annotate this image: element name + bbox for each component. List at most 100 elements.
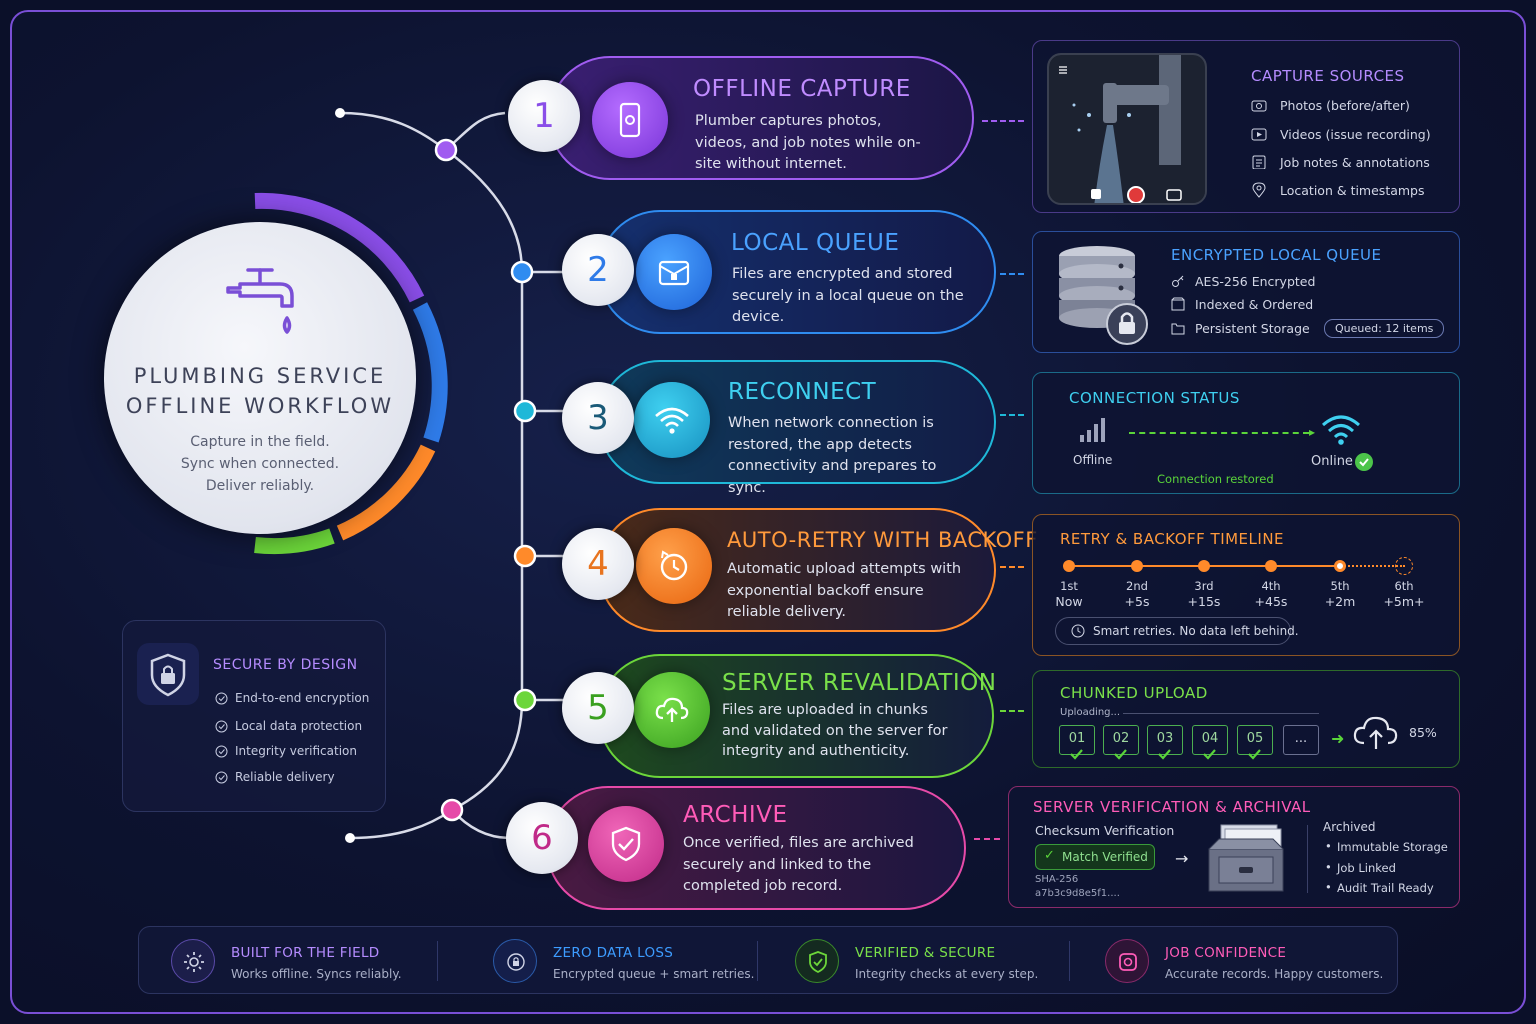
connection-status-panel: CONNECTION STATUS Offline ▸ Online Conne… <box>1032 372 1460 494</box>
step-4-description: Automatic upload attempts with exponenti… <box>727 561 962 620</box>
stack-icon <box>1171 297 1185 311</box>
wifi-icon <box>655 407 689 434</box>
arrow-right-icon: ▸ <box>1309 425 1316 439</box>
footer-subtitle: Integrity checks at every step. <box>855 967 1039 981</box>
uploading-status: Uploading... <box>1060 707 1121 718</box>
divider <box>1307 825 1308 893</box>
step-6-number: 6 <box>506 802 578 874</box>
capture-sources-panel: CAPTURE SOURCES Photos (before/after) Vi… <box>1032 40 1460 213</box>
retry-attempt-label: 3rd+15s <box>1187 579 1221 609</box>
step-6-icon-circle <box>588 806 664 882</box>
key-icon <box>1172 275 1184 287</box>
dash-connector <box>974 838 1000 840</box>
chunk-check-marks <box>1070 749 1261 760</box>
archived-label: Archived <box>1323 820 1376 834</box>
step-2-icon-circle <box>636 234 712 310</box>
hash-value: a7b3c9d8e5f1.... <box>1035 888 1120 899</box>
verification-archive-panel: SERVER VERIFICATION & ARCHIVAL Checksum … <box>1008 786 1460 908</box>
check-circle-icon <box>1355 453 1373 471</box>
step-6-description: Once verified, files are archived secure… <box>683 835 914 894</box>
retry-note: Smart retries. No data left behind. <box>1055 617 1299 645</box>
divider <box>757 941 758 981</box>
upload-progress: 85% <box>1409 725 1437 740</box>
retry-attempt-label: 5th+2m <box>1324 579 1356 609</box>
divider <box>1069 941 1070 981</box>
secure-by-design-panel: SECURE BY DESIGN End-to-end encryption L… <box>122 620 386 812</box>
step-1-number: 1 <box>508 80 580 152</box>
step-6-title: ARCHIVE <box>683 802 788 828</box>
secure-folder-icon <box>658 260 690 286</box>
divider <box>437 941 438 981</box>
upload-track <box>1123 713 1319 714</box>
retry-attempt-label: 6th+5m+ <box>1383 579 1425 609</box>
footer-subtitle: Encrypted queue + smart retries. <box>553 967 755 981</box>
step-1-icon-circle <box>592 82 668 158</box>
retry-node <box>1131 560 1143 572</box>
retry-node-current <box>1334 560 1346 572</box>
camera-icon-badge <box>1105 939 1149 983</box>
leaking-pipe-image <box>1049 55 1205 203</box>
restore-path <box>1129 432 1309 434</box>
step-3-icon-circle <box>634 382 710 458</box>
retry-title: RETRY & BACKOFF TIMELINE <box>1060 530 1285 548</box>
hero-subtitle-3: Deliver reliably. <box>205 478 315 494</box>
connection-title: CONNECTION STATUS <box>1069 389 1240 407</box>
encrypted-queue-panel: ENCRYPTED LOCAL QUEUE AES-256 Encrypted … <box>1032 231 1460 353</box>
hero-progress-ring <box>254 192 448 555</box>
camera-icon <box>1119 953 1137 971</box>
step-3-number: 3 <box>562 382 634 454</box>
hash-algorithm: SHA-256 <box>1035 874 1079 885</box>
offline-label: Offline <box>1073 453 1113 467</box>
shield-check-icon <box>611 826 641 862</box>
step-5-icon-circle <box>634 672 710 748</box>
step-5-number: 5 <box>562 672 634 744</box>
signal-bars-icon <box>1080 418 1105 442</box>
step-2-description: Files are encrypted and stored securely … <box>732 266 964 325</box>
footer-subtitle: Works offline. Syncs reliably. <box>231 967 402 981</box>
upload-chunk-pending: ... <box>1283 725 1319 755</box>
folder-icon <box>1171 323 1185 335</box>
step-2-title: LOCAL QUEUE <box>731 230 900 256</box>
footer-title: VERIFIED & SECURE <box>855 945 996 961</box>
retry-node <box>1265 560 1277 572</box>
step-4-title: AUTO-RETRY WITH BACKOFF <box>727 528 1038 552</box>
hero-subtitle-1: Capture in the field. <box>190 434 330 450</box>
chunked-upload-panel: CHUNKED UPLOAD Uploading... 01 02 03 04 … <box>1032 670 1460 768</box>
benefits-footer: BUILT FOR THE FIELD Works offline. Syncs… <box>138 926 1398 994</box>
retry-node <box>1063 560 1075 572</box>
cloud-upload-icon <box>655 697 689 722</box>
retry-track-pending <box>1341 565 1405 567</box>
shield-lock-icon <box>137 643 199 705</box>
online-label: Online <box>1311 454 1353 469</box>
queue-title: ENCRYPTED LOCAL QUEUE <box>1171 246 1382 264</box>
arrow-right-icon: → <box>1175 849 1189 868</box>
step-5-title: SERVER REVALIDATION <box>722 670 997 696</box>
connection-restored-label: Connection restored <box>1157 472 1274 486</box>
wifi-online-icon <box>1322 415 1360 445</box>
gear-icon <box>184 952 204 972</box>
queued-count-badge: Queued: 12 items <box>1324 319 1445 338</box>
dash-connector <box>982 120 1024 122</box>
retry-node <box>1198 560 1210 572</box>
step-3-description: When network connection is restored, the… <box>728 415 937 496</box>
hero-title-line1: PLUMBING SERVICE <box>133 364 387 388</box>
checksum-label: Checksum Verification <box>1035 823 1175 838</box>
retry-node-pending <box>1395 557 1413 575</box>
check-circle-icon <box>215 745 228 758</box>
footer-title: ZERO DATA LOSS <box>553 945 674 961</box>
phone-preview <box>1047 53 1207 205</box>
archive-cabinet-icon <box>1208 824 1284 892</box>
dash-connector <box>1000 566 1024 568</box>
faucet-icon <box>226 268 294 334</box>
check-circle-icon <box>215 771 228 784</box>
check-icon: ✓ <box>1044 848 1055 863</box>
archive-panel-title: SERVER VERIFICATION & ARCHIVAL <box>1033 798 1311 816</box>
step-4-number: 4 <box>562 528 634 600</box>
retry-attempt-label: 4th+45s <box>1254 579 1288 609</box>
step-3-title: RECONNECT <box>728 379 877 405</box>
dash-connector <box>1000 273 1024 275</box>
hero-title-line2: OFFLINE WORKFLOW <box>125 394 395 418</box>
video-icon <box>1251 128 1267 141</box>
